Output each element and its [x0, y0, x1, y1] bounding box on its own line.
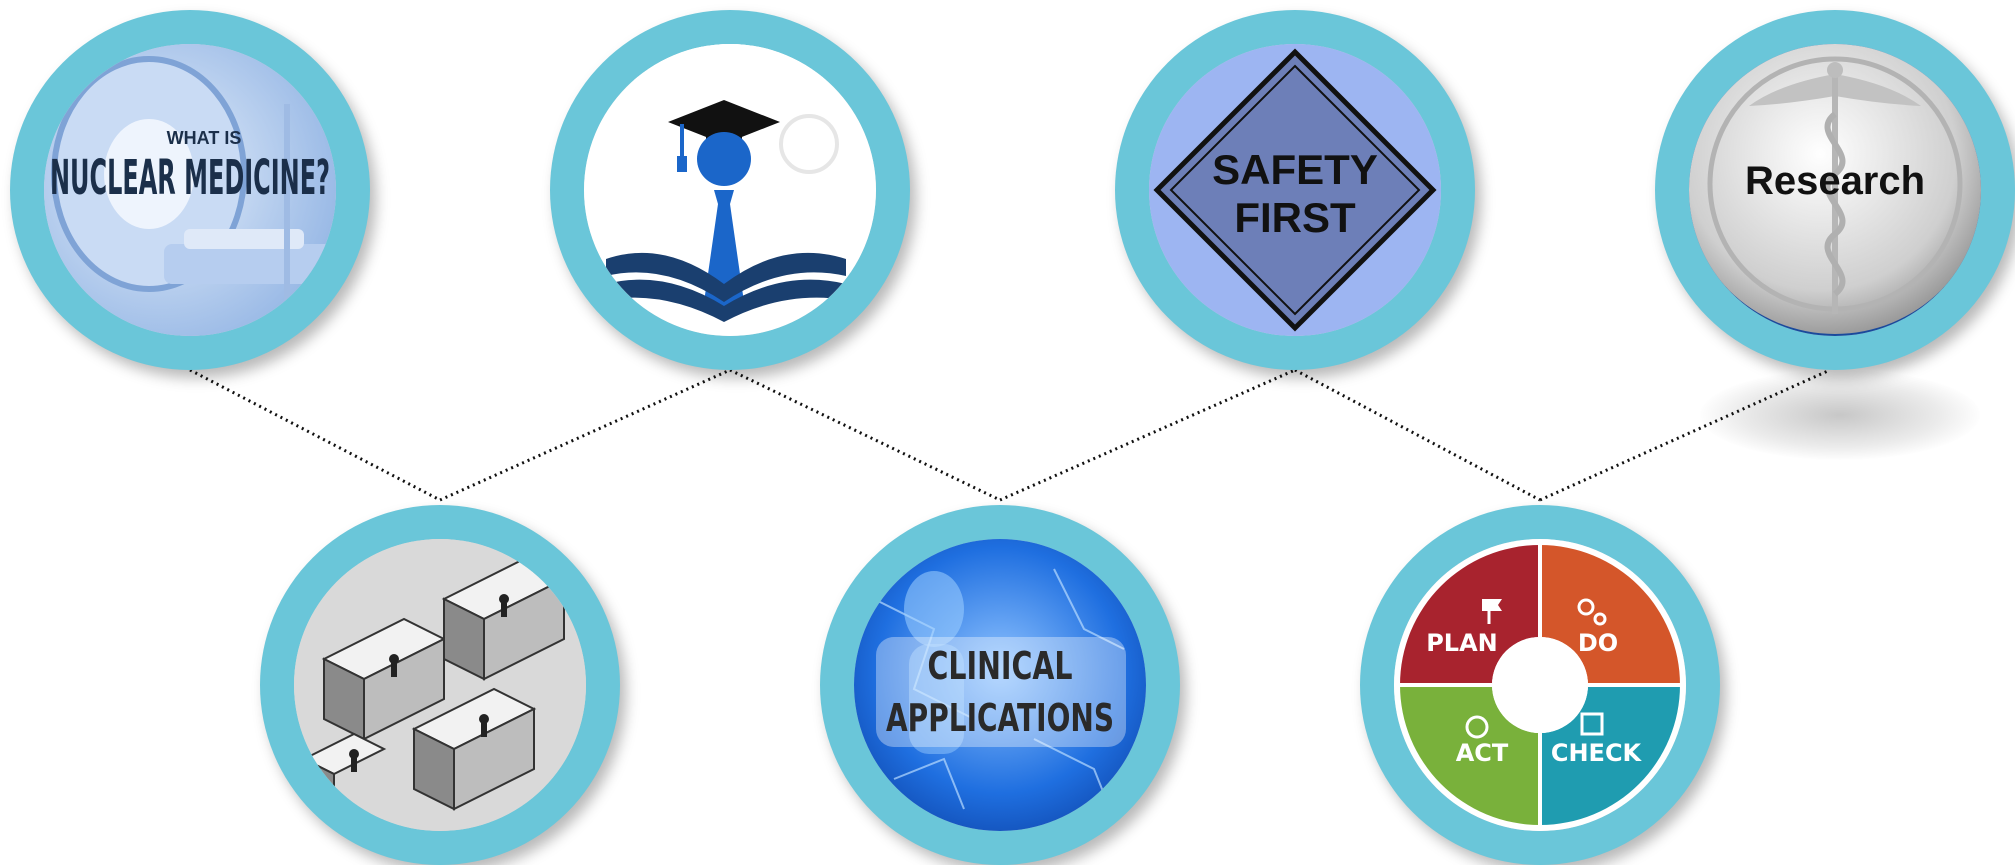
pdca-do-segment: [1540, 545, 1680, 685]
clinical-line2: APPLICATIONS: [886, 696, 1114, 740]
clinical-applications-image: CLINICAL APPLICATIONS: [854, 539, 1146, 831]
clinical-line1: CLINICAL: [928, 644, 1073, 688]
nuclear-small-text: WHAT IS: [167, 128, 242, 148]
safety-line2: FIRST: [1234, 194, 1356, 241]
pdca-act-segment: [1400, 685, 1540, 825]
node-research[interactable]: Research: [1655, 10, 2015, 370]
node-education[interactable]: [550, 10, 910, 370]
pdca-check-label: CHECK: [1551, 739, 1643, 767]
pdca-act-label: ACT: [1456, 739, 1509, 767]
caduceus-icon: Research: [1689, 44, 1981, 336]
connector-line: [439, 368, 731, 502]
pdca-cycle-diagram: PLAN DO CHECK ACT: [1394, 539, 1686, 831]
facility-floorplan-icon: [294, 539, 586, 831]
node-facility[interactable]: [260, 505, 620, 865]
connector-line: [189, 368, 441, 502]
pdca-check-segment: [1540, 685, 1680, 825]
research-label: Research: [1745, 159, 1925, 203]
node-clinical-applications[interactable]: CLINICAL APPLICATIONS: [820, 505, 1180, 865]
connector-line: [729, 368, 1001, 502]
node-nuclear-medicine[interactable]: WHAT IS NUCLEAR MEDICINE?: [10, 10, 370, 370]
connector-line: [1539, 368, 1831, 502]
pdca-plan-label: PLAN: [1426, 629, 1498, 657]
nuclear-medicine-image: WHAT IS NUCLEAR MEDICINE?: [44, 44, 336, 336]
nuclear-big-text: NUCLEAR MEDICINE?: [50, 150, 330, 206]
research-drop-shadow: [1700, 370, 1980, 460]
safety-line1: SAFETY: [1212, 146, 1378, 193]
node-safety-first[interactable]: SAFETY FIRST: [1115, 10, 1475, 370]
graduate-book-icon: [584, 44, 876, 336]
connector-line: [999, 368, 1296, 502]
connector-line: [1294, 368, 1541, 502]
safety-first-sign: SAFETY FIRST: [1149, 44, 1441, 336]
pdca-do-label: DO: [1578, 629, 1618, 657]
pdca-plan-segment: [1400, 545, 1540, 685]
node-pdca-cycle[interactable]: PLAN DO CHECK ACT: [1360, 505, 1720, 865]
